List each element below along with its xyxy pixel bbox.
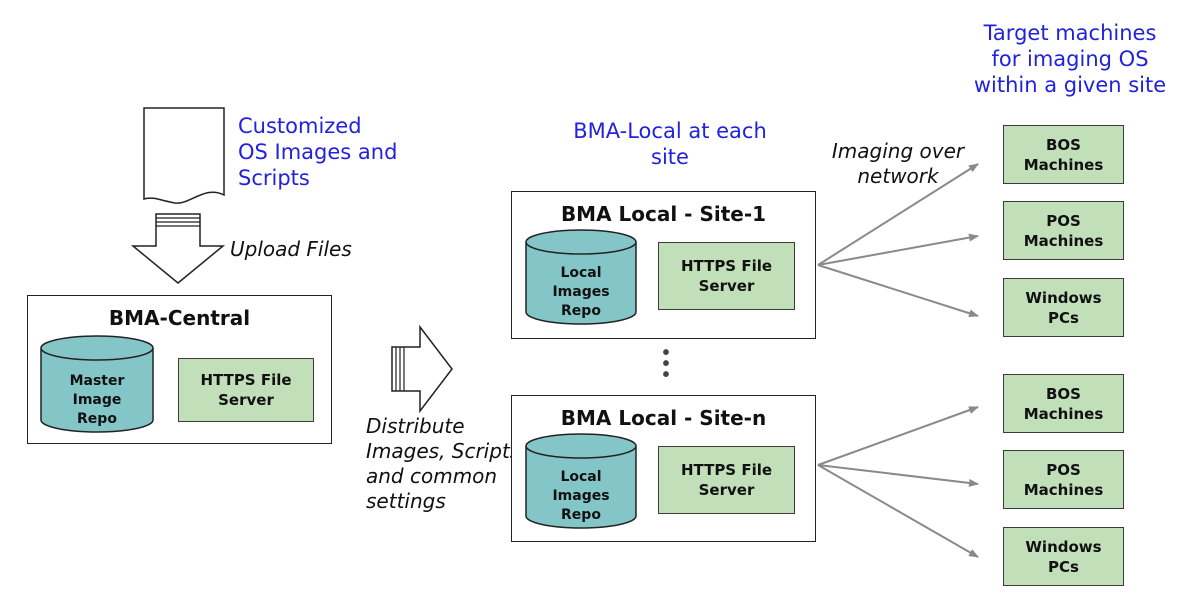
site-n-box: BMA Local - Site-n Local Images Repo HTT… xyxy=(511,395,816,542)
upload-arrow-icon xyxy=(130,213,226,284)
connector-arrow xyxy=(817,233,979,266)
distribute-arrow-icon xyxy=(391,324,453,414)
connector-arrow xyxy=(817,464,979,558)
site-n-https-server-label: HTTPS File Server xyxy=(680,461,773,499)
connector-arrow xyxy=(817,264,979,318)
machine-label: Windows PCs xyxy=(1025,288,1102,327)
connector-arrow xyxy=(817,163,979,266)
site-1-repo-cylinder xyxy=(525,229,637,325)
bma-local-each-site-label: BMA-Local at each site xyxy=(573,119,767,169)
document-icon xyxy=(143,107,225,204)
distribute-label: Distribute Images, Scripts and common se… xyxy=(366,414,521,513)
site-1-repo-label: Local Images Repo xyxy=(552,265,610,319)
site-1-pos-machines: POS Machines xyxy=(1003,201,1124,260)
central-https-server-label: HTTPS File Server xyxy=(200,371,292,409)
site-1-windows-pcs: Windows PCs xyxy=(1003,278,1124,337)
machine-label: BOS Machines xyxy=(1023,135,1104,174)
site-1-https-server-label: HTTPS File Server xyxy=(680,257,773,295)
upload-files-label: Upload Files xyxy=(230,237,352,261)
bma-central-title: BMA-Central xyxy=(108,306,251,330)
more-sites-ellipsis: ••• xyxy=(662,342,670,386)
site-n-connectors xyxy=(817,406,979,558)
machine-label: POS Machines xyxy=(1023,460,1104,499)
customized-images-label: Customized OS Images and Scripts xyxy=(238,114,398,190)
site-n-bos-machines: BOS Machines xyxy=(1003,374,1124,433)
site-1-connectors xyxy=(817,163,979,318)
bma-central-box: BMA-Central Master Image Repo HTTPS File… xyxy=(27,295,332,444)
central-https-server: HTTPS File Server xyxy=(178,358,314,422)
machine-label: Windows PCs xyxy=(1025,537,1102,576)
site-n-windows-pcs: Windows PCs xyxy=(1003,527,1124,586)
machine-label: POS Machines xyxy=(1023,211,1104,250)
machine-label: BOS Machines xyxy=(1023,384,1104,423)
connector-arrow xyxy=(817,464,979,487)
site-n-repo-cylinder xyxy=(525,433,637,529)
site-n-pos-machines: POS Machines xyxy=(1003,450,1124,509)
site-1-https-server: HTTPS File Server xyxy=(658,242,795,310)
site-1-title: BMA Local - Site-1 xyxy=(560,202,767,226)
site-1-bos-machines: BOS Machines xyxy=(1003,125,1124,184)
master-repo-cylinder xyxy=(40,335,154,433)
site-n-title: BMA Local - Site-n xyxy=(560,406,767,430)
site-1-box: BMA Local - Site-1 Local Images Repo HTT… xyxy=(511,191,816,339)
connector-arrow xyxy=(817,406,979,466)
site-n-repo-label: Local Images Repo xyxy=(552,469,610,523)
master-repo-label: Master Image Repo xyxy=(69,373,125,427)
target-machines-label: Target machines for imaging OS within a … xyxy=(973,21,1167,97)
imaging-over-network-label: Imaging over network xyxy=(831,139,965,188)
site-n-https-server: HTTPS File Server xyxy=(658,446,795,514)
